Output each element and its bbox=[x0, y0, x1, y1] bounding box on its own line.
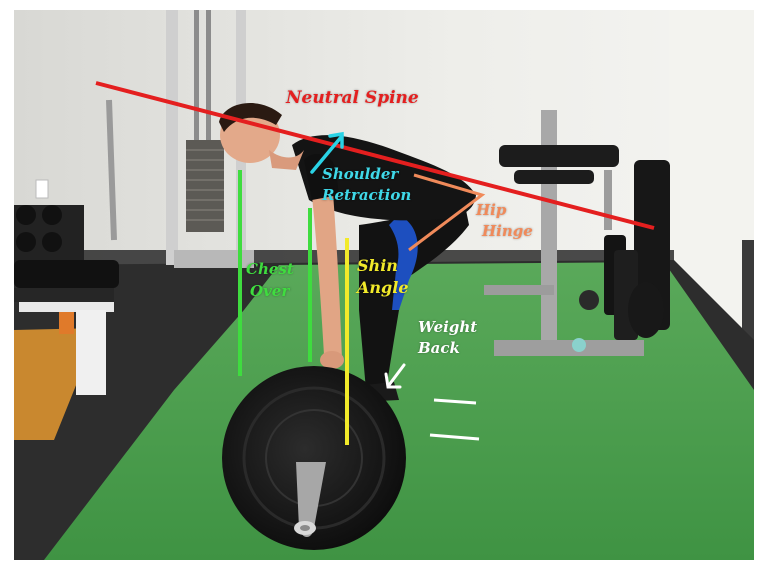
turf bbox=[44, 262, 754, 560]
photo-frame: Neutral Spine Shoulder Retraction Hip Hi… bbox=[14, 10, 754, 560]
neutral-spine-line bbox=[95, 81, 655, 230]
back-label: Back bbox=[418, 339, 460, 357]
neutral-spine-label: Neutral Spine bbox=[286, 88, 419, 108]
barbell bbox=[222, 366, 406, 550]
weight-label: Weight bbox=[418, 318, 478, 336]
shoulder-label: Shoulder bbox=[322, 165, 399, 183]
hip-label: Hip bbox=[476, 201, 507, 219]
angle-label: Angle bbox=[357, 278, 409, 297]
weight-back-arrow-icon bbox=[384, 363, 406, 389]
over-label: Over bbox=[250, 282, 290, 300]
foam-rollers bbox=[572, 160, 670, 352]
chest-label: Chest bbox=[246, 260, 294, 278]
weight-bench bbox=[14, 260, 119, 395]
deadlift-photo bbox=[14, 10, 754, 560]
shoulder-retraction-arrow-icon bbox=[310, 131, 344, 174]
hyperextension-bench bbox=[484, 110, 644, 356]
hip-hinge-line bbox=[408, 173, 486, 252]
retraction-label: Retraction bbox=[322, 186, 412, 204]
dumbbell-rack bbox=[14, 205, 84, 265]
hinge-label: Hinge bbox=[482, 222, 533, 240]
shin-label: Shin bbox=[357, 256, 398, 275]
